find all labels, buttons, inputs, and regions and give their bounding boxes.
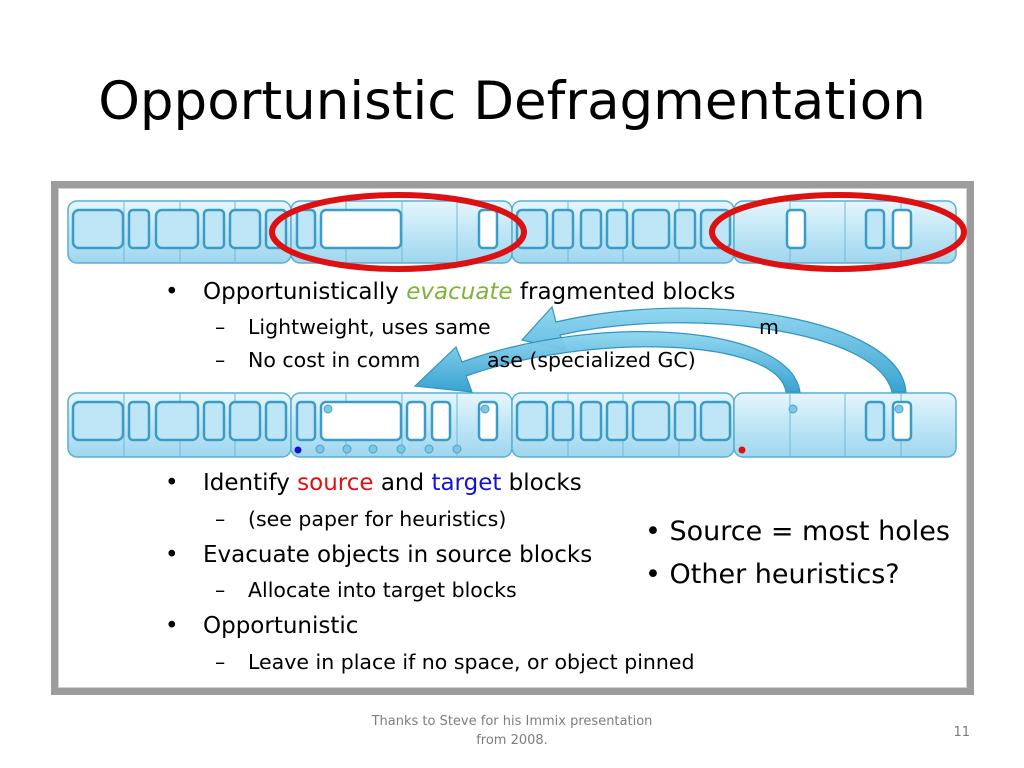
bullet-text: blocks: [501, 470, 582, 496]
fragmented-block-ellipse-1: [269, 192, 527, 272]
bullet-opportunistic: Opportunistic: [203, 613, 359, 639]
evacuate-emphasis: evacuate: [406, 279, 513, 305]
evacuation-arrows: [413, 305, 907, 393]
bullet-text-tail: fragmented blocks: [512, 279, 736, 305]
bullet-evacuate-objects: Evacuate objects in source blocks: [203, 542, 593, 568]
sub-bullet-dash: –: [215, 650, 226, 674]
bullet-text: Opportunistically: [203, 279, 407, 305]
slide-footer: Thanks to Steve for his Immix presentati…: [350, 712, 674, 750]
sub-bullet-no-cost: No cost in comm: [248, 350, 420, 371]
sub-bullet-dash: –: [215, 507, 226, 531]
sub-bullet-leave-in-place: Leave in place if no space, or object pi…: [248, 650, 695, 674]
sub-bullet-text: Lightweight, uses same: [248, 315, 491, 339]
top-heap-row: [67, 200, 957, 264]
bullet-text: and: [373, 470, 432, 496]
target-cursor-marker: [294, 446, 302, 454]
sub-bullet-no-cost-tail: ase (specialized GC): [487, 348, 696, 372]
side-note-source-most-holes: • Source = most holes: [645, 516, 950, 547]
bullet-glyph: •: [165, 279, 179, 305]
sub-bullet-lightweight: Lightweight, uses same: [248, 317, 491, 338]
source-cursor-marker: [738, 446, 746, 454]
sub-bullet-heuristics: (see paper for heuristics): [248, 507, 507, 531]
bullet-identify: Identify source and target blocks: [203, 472, 582, 495]
target-word: target: [431, 470, 502, 496]
bullet-evacuate-fragmented: •: [165, 281, 179, 304]
slide-title: Opportunistic Defragmentation: [98, 71, 926, 132]
sub-bullet-text: No cost in comm: [248, 348, 421, 372]
footer-line-2: from 2008.: [476, 733, 548, 748]
bullet-text: Identify: [203, 470, 298, 496]
sub-bullet-lightweight-tail: m: [759, 315, 779, 339]
fragmented-block-ellipse-2: [709, 192, 967, 272]
bullet-glyph: •: [165, 542, 179, 568]
bullet-glyph: •: [165, 613, 179, 639]
bullet-evacuate-text: Opportunistically evacuate fragmented bl…: [203, 281, 735, 304]
sub-bullet-dash: –: [215, 315, 226, 339]
page-number: 11: [953, 725, 970, 740]
footer-line-1: Thanks to Steve for his Immix presentati…: [371, 714, 653, 729]
sub-bullet-dash: –: [215, 348, 226, 372]
side-note-other-heuristics: • Other heuristics?: [645, 559, 900, 590]
sub-bullet-allocate: Allocate into target blocks: [248, 578, 517, 602]
sub-bullet-dash: –: [215, 578, 226, 602]
source-word: source: [297, 470, 374, 496]
bullet-glyph: •: [165, 470, 179, 496]
bottom-heap-row: [67, 392, 957, 458]
